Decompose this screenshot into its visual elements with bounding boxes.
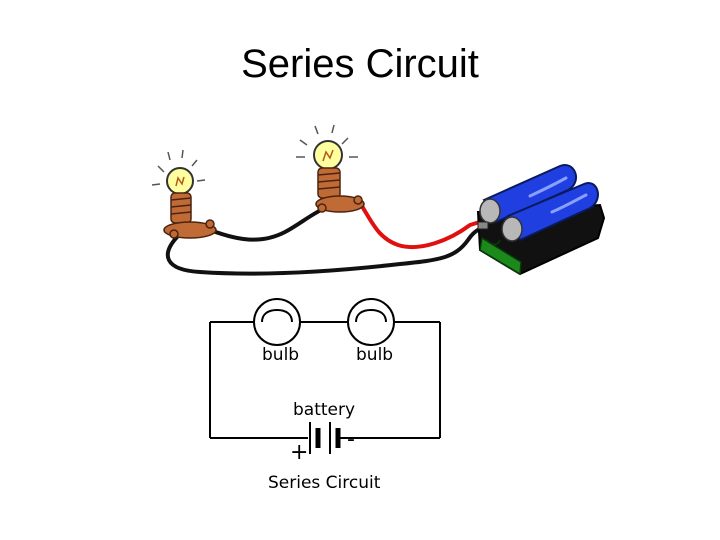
red-wire [358, 201, 488, 250]
black-wire-return [165, 226, 484, 276]
schematic-caption: Series Circuit [268, 473, 381, 493]
schematic-diagram: bulb bulb battery + - Series Circuit [209, 298, 441, 493]
black-wire-between-bulbs [203, 206, 327, 242]
right-bulb-label: bulb [356, 345, 393, 365]
minus-sign: - [347, 427, 355, 452]
left-bulb-icon [151, 149, 217, 239]
left-bulb-label: bulb [262, 345, 299, 365]
battery-pack-icon [476, 163, 606, 276]
battery-label: battery [293, 400, 355, 420]
plus-sign: + [290, 440, 308, 465]
cartoon-circuit [151, 124, 606, 276]
slide-title: Series Circuit [241, 42, 479, 86]
right-bulb-icon [296, 124, 365, 213]
schematic-wires [209, 321, 441, 439]
left-bulb-symbol-icon [253, 298, 301, 346]
right-bulb-symbol-icon [347, 298, 395, 346]
battery-symbol-icon [309, 422, 341, 454]
